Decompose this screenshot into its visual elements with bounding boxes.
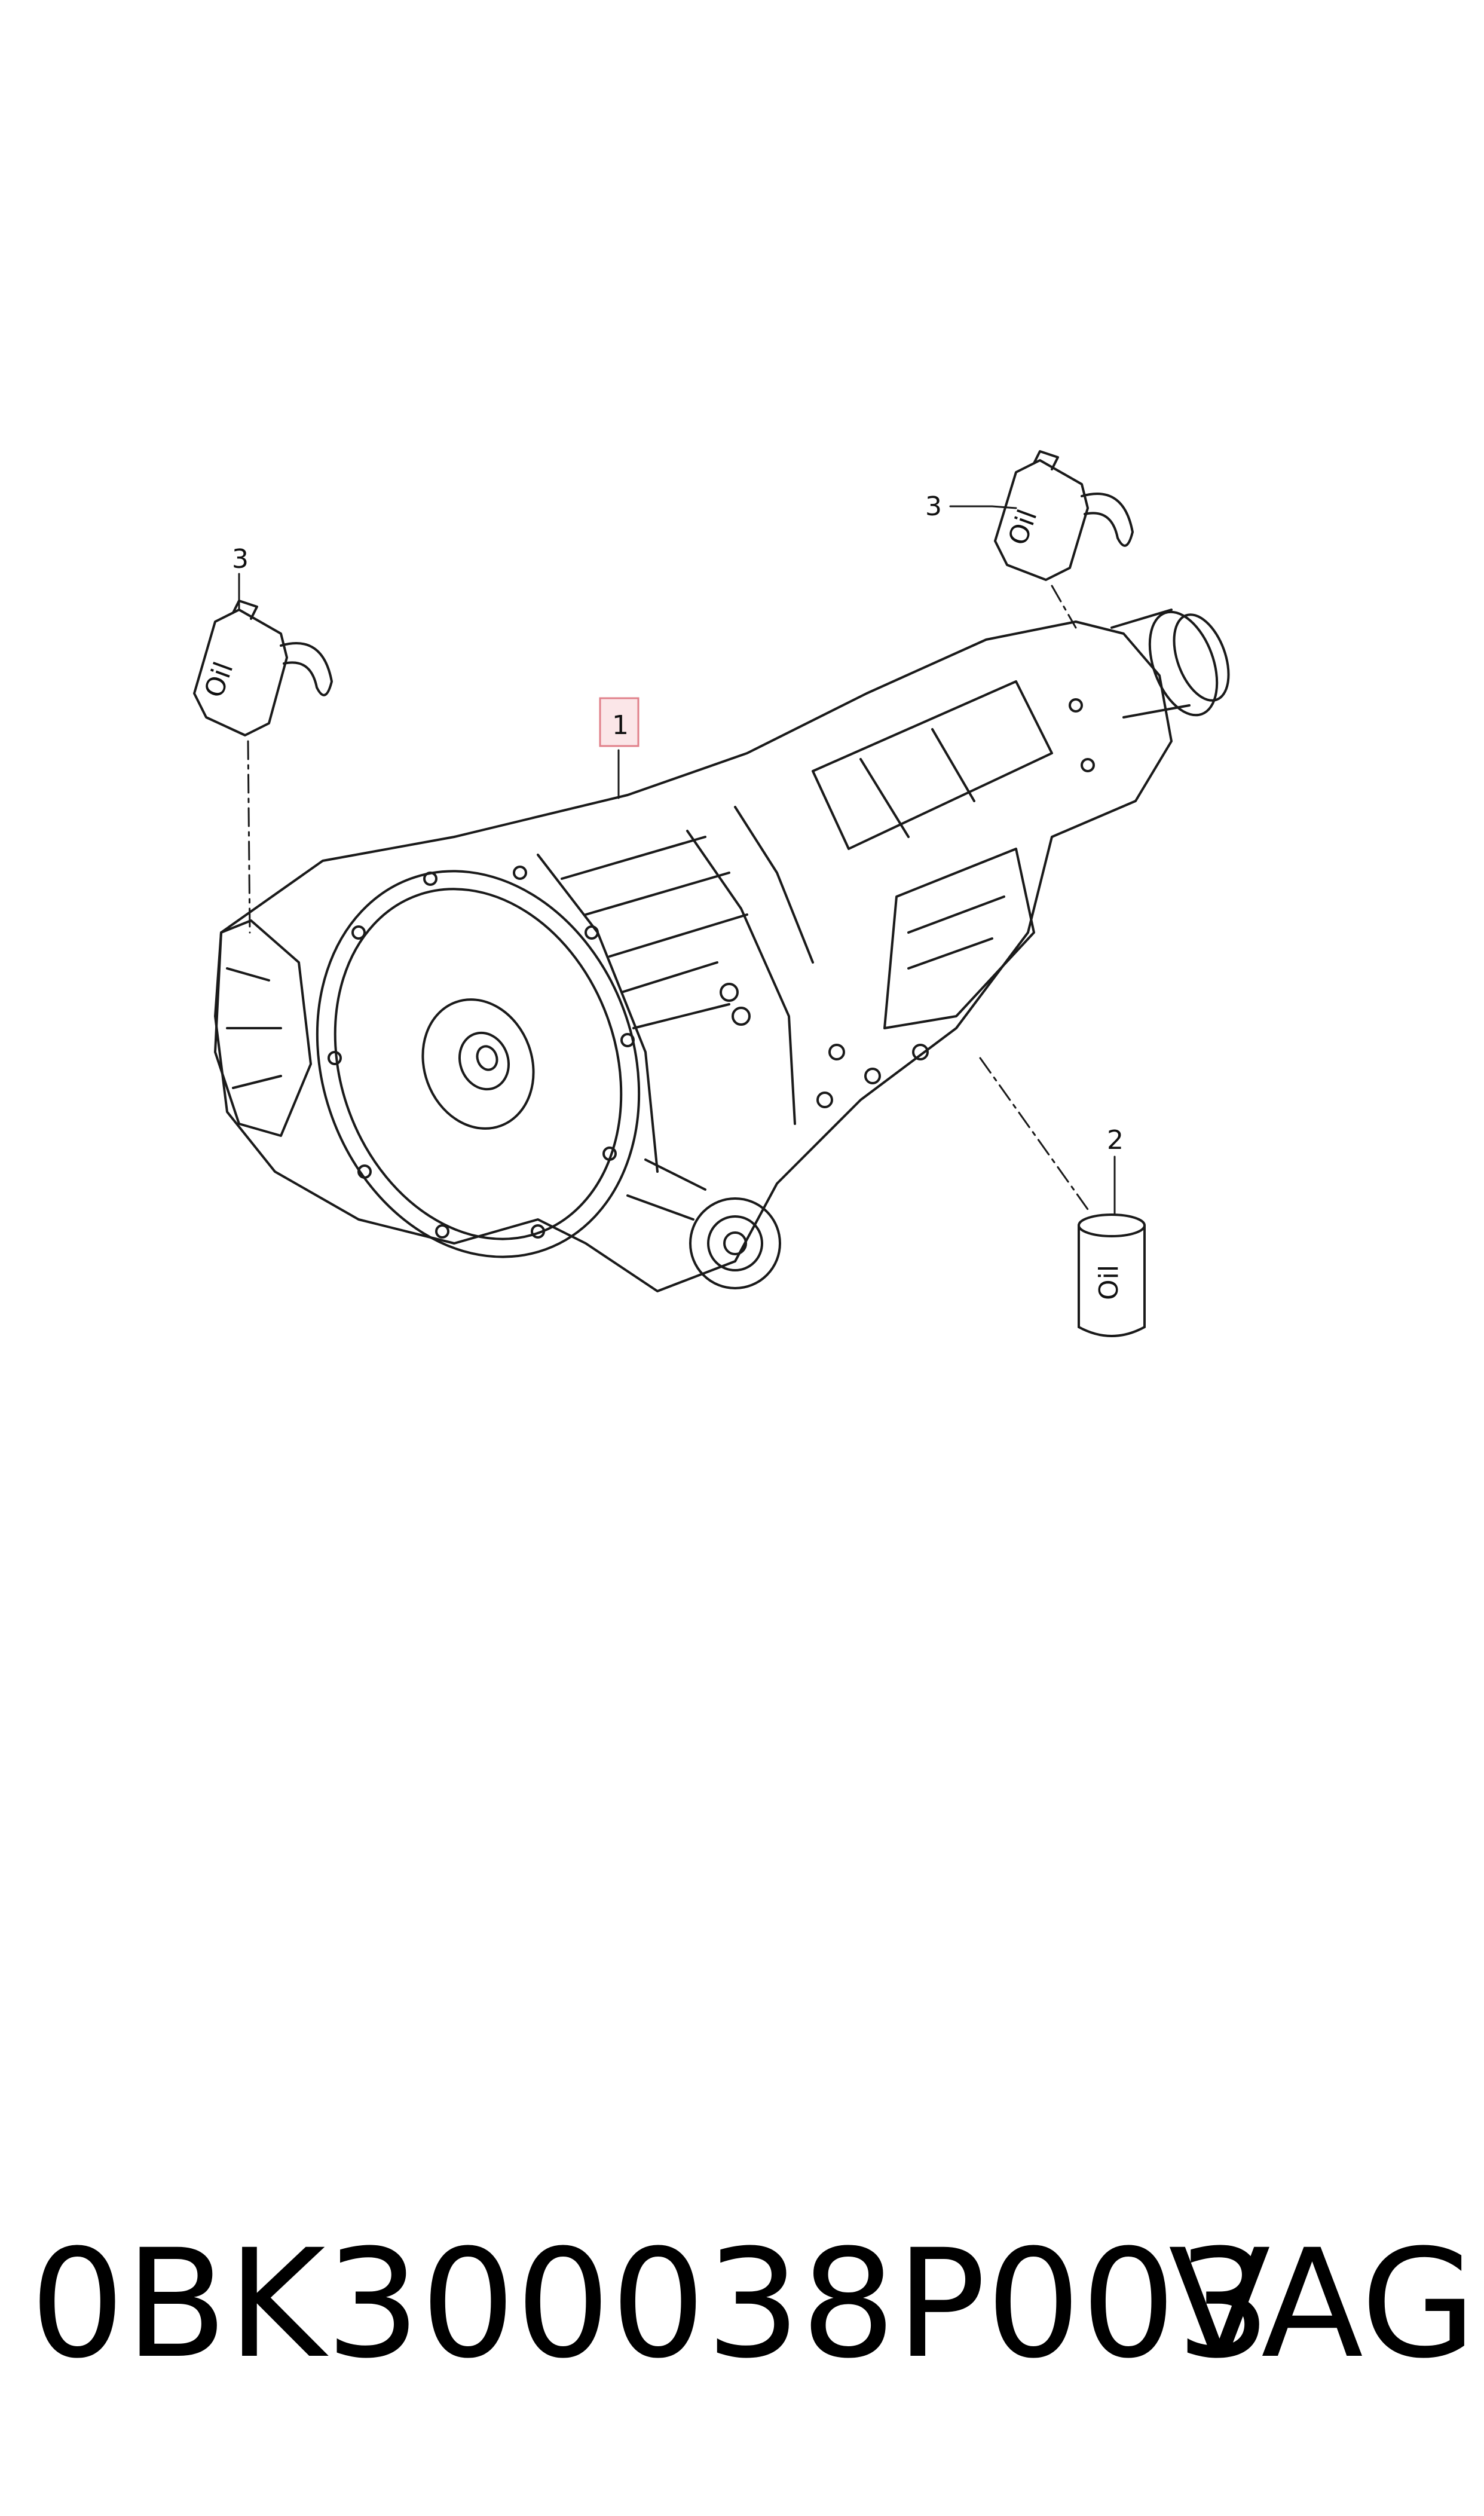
leader-lines [238, 505, 1116, 1215]
part-number: 0BK300038P003 [30, 2217, 1271, 2391]
oil-bottle-right: Oil [994, 450, 1134, 581]
callout-3-right: 3 [925, 491, 942, 522]
callout-2: 2 [1107, 1125, 1124, 1155]
callout-1-highlight [599, 697, 640, 747]
oil-label-right: Oil [1002, 506, 1043, 549]
oil-canister: Oil [1078, 1213, 1146, 1337]
parts-diagram: Oil Oil Oil 3 3 2 [193, 450, 1230, 1337]
oil-label-left: Oil [198, 658, 239, 702]
oil-bottle-left: Oil [193, 600, 333, 736]
oil-label-canister: Oil [1094, 1265, 1124, 1300]
brand-name: VAG [1168, 2217, 1477, 2391]
callout-3-left: 3 [232, 544, 249, 574]
transmission-assembly [214, 609, 1230, 1292]
callout-1: 1 [612, 710, 629, 741]
